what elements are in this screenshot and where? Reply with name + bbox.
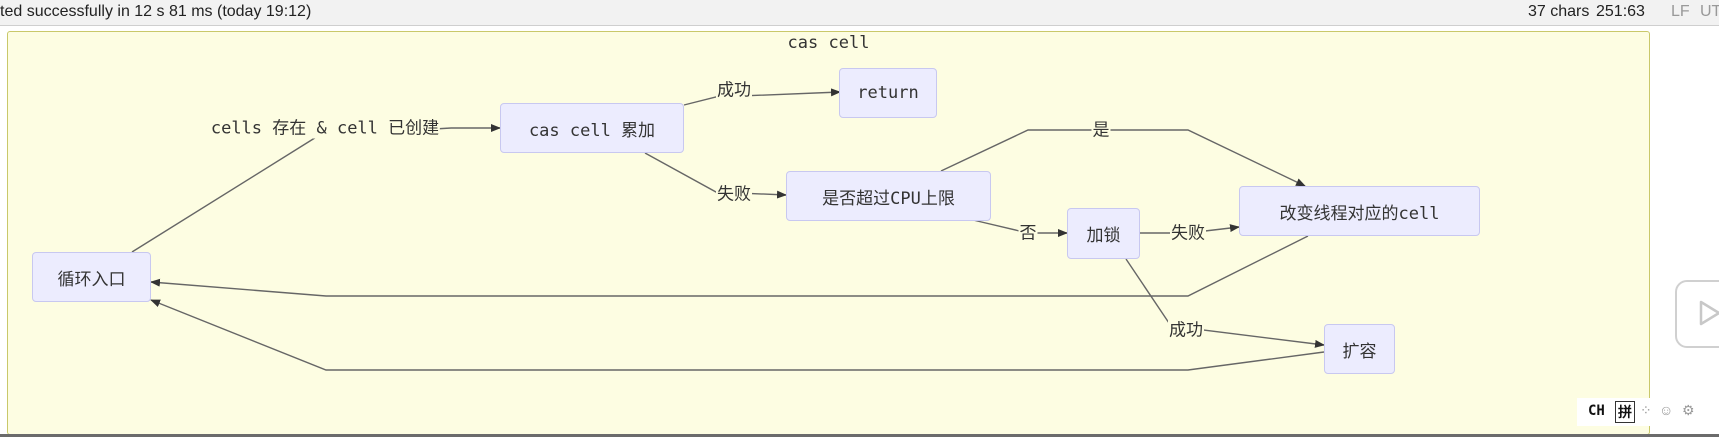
cluster-title: cas cell xyxy=(787,33,870,53)
play-button[interactable] xyxy=(1675,280,1719,348)
edge-cas-to-return xyxy=(683,88,841,106)
edge-label-no: 否 xyxy=(1018,218,1038,244)
ime-punct-icon[interactable]: ⁘ xyxy=(1640,402,1652,418)
node-change-cell[interactable]: 改变线程对应的cell xyxy=(1239,186,1480,236)
node-loop-entry[interactable]: 循环入口 xyxy=(32,252,151,302)
char-count: 37 chars xyxy=(1528,3,1590,20)
file-encoding[interactable]: UT xyxy=(1700,3,1719,20)
edge-label-success: 成功 xyxy=(716,75,752,101)
edge-lock-success-to-expand xyxy=(1125,258,1325,348)
edge-label-lock-fail: 失败 xyxy=(1170,218,1206,244)
edge-label-fail: 失败 xyxy=(716,179,752,205)
diagram-cluster: cas cell 循环入口 cas cell 累加 return 是否超过CPU… xyxy=(7,31,1650,435)
edge-label-cells-exist: cells 存在 & cell 已创建 xyxy=(209,113,441,139)
ime-mode-indicator[interactable]: CH xyxy=(1588,403,1605,419)
ime-emoji-icon[interactable]: ☺ xyxy=(1659,402,1674,418)
edge-label-lock-success: 成功 xyxy=(1168,315,1204,341)
edge-cpu-yes-to-change xyxy=(940,129,1306,187)
ime-settings-icon[interactable]: ⚙ xyxy=(1682,402,1695,418)
cursor-position[interactable]: 251:63 xyxy=(1596,3,1645,20)
build-status-message[interactable]: ted successfully in 12 s 81 ms (today 19… xyxy=(0,3,312,20)
right-margin-panel xyxy=(1653,26,1719,437)
node-cpu-limit[interactable]: 是否超过CPU上限 xyxy=(786,171,991,221)
node-return[interactable]: return xyxy=(839,68,937,118)
edge-expand-to-loop xyxy=(150,299,1325,371)
node-expand[interactable]: 扩容 xyxy=(1324,324,1395,374)
play-icon xyxy=(1699,300,1719,326)
edge-loop-to-cas xyxy=(131,127,452,253)
node-cas-accumulate[interactable]: cas cell 累加 xyxy=(500,103,684,153)
status-bar: ted successfully in 12 s 81 ms (today 19… xyxy=(0,0,1719,26)
bottom-border xyxy=(0,434,1719,437)
ime-toolbar: CH 拼 ⁘ ☺ ⚙ xyxy=(1577,398,1719,426)
edge-label-yes: 是 xyxy=(1091,115,1111,141)
node-lock[interactable]: 加锁 xyxy=(1067,208,1140,259)
line-ending[interactable]: LF xyxy=(1671,3,1690,20)
ime-pinyin-indicator[interactable]: 拼 xyxy=(1615,401,1635,423)
edge-change-to-loop xyxy=(150,235,1309,297)
